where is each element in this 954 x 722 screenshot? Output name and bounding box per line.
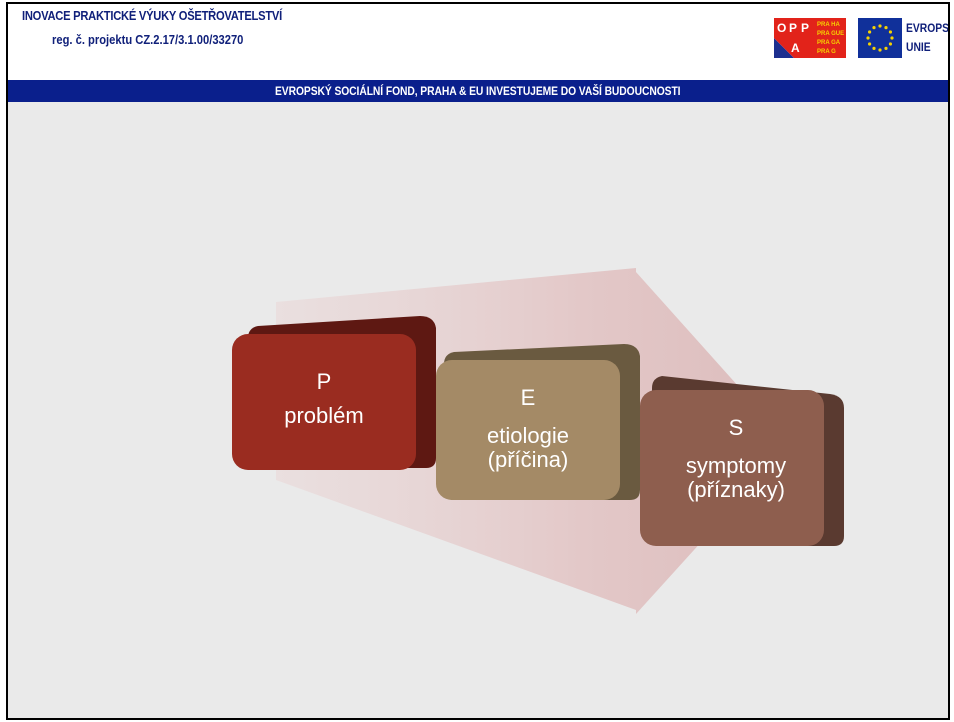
node-p-label: problém [284,403,364,428]
praha-text-3: PRA GA [817,40,841,46]
node-e-sublabel: (příčina) [487,447,569,472]
eu-flag-icon [858,18,902,58]
praha-logo: PRA HA PRA GUE PRA GA PRA G [814,18,846,58]
node-e-letter: E [520,385,536,410]
praha-text-4: PRA G [817,49,836,55]
banner: EVROPSKÝ SOCIÁLNÍ FOND, PRAHA & EU INVES… [8,80,948,102]
node-p: P problém [232,370,416,428]
node-e-box [436,344,640,500]
oppa-logo: O P P A [774,18,814,58]
node-s-label: symptomy [685,453,787,478]
eu-label-line2: UNIE [906,40,931,54]
node-s-letter: S [728,415,744,440]
opp-letter-1: O [777,21,786,35]
praha-text-2: PRA GUE [817,31,844,37]
praha-text-1: PRA HA [817,22,840,28]
node-e: E etiologie (příčina) [436,386,620,472]
header: INOVACE PRAKTICKÉ VÝUKY OŠETŘOVATELSTVÍ … [8,4,948,80]
banner-text: EVROPSKÝ SOCIÁLNÍ FOND, PRAHA & EU INVES… [275,84,681,98]
node-s-box [640,376,844,546]
slide-content: P problém E etiologie (příčina) S sympto… [8,102,948,718]
pes-diagram [232,268,844,614]
opp-letter-4: A [791,41,800,55]
eu-label-line1: EVROPSKÁ [906,21,950,35]
opp-letter-2: P [789,21,797,35]
node-e-label: etiologie [487,423,569,448]
slide-frame: INOVACE PRAKTICKÉ VÝUKY OŠETŘOVATELSTVÍ … [6,2,950,720]
project-registration: reg. č. projektu CZ.2.17/3.1.00/33270 [52,32,244,47]
node-s: S symptomy (příznaky) [644,416,828,502]
node-p-letter: P [316,369,332,394]
node-p-box [232,316,436,470]
node-s-sublabel: (příznaky) [687,477,785,502]
opp-letter-3: P [801,21,809,35]
header-title: INOVACE PRAKTICKÉ VÝUKY OŠETŘOVATELSTVÍ [22,8,282,23]
